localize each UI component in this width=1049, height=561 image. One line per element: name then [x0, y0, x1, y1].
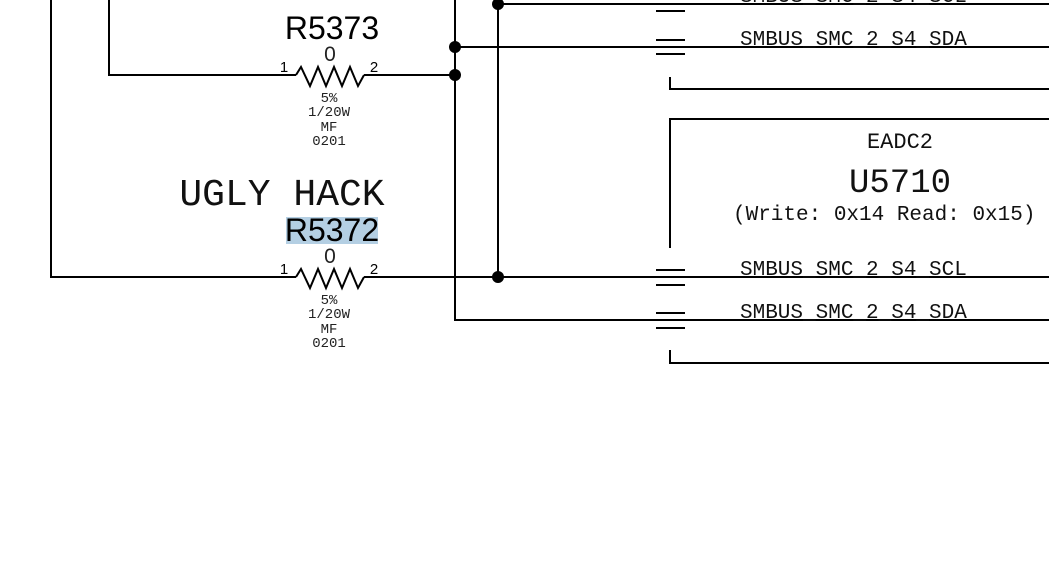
wire-r5372-pin1[interactable] [50, 0, 296, 278]
pin-number: 1 [280, 59, 288, 76]
junction-dot [492, 271, 504, 283]
resistor-package: 0201 [312, 336, 346, 352]
pin-number: 1 [280, 261, 288, 278]
resistor-power: 1/20W [308, 307, 351, 323]
resistor-package: 0201 [312, 134, 346, 150]
net-label-scl[interactable]: SMBUS_SMC_2_S4_SCL [740, 0, 967, 9]
resistor-value: 0 [324, 245, 336, 268]
wires [50, 0, 1049, 321]
device-outline [669, 118, 1049, 248]
pin-number: 2 [370, 59, 378, 76]
pin-marker-icon [656, 269, 685, 329]
device-outline [669, 77, 1049, 90]
resistor-symbol-icon [295, 64, 365, 89]
selection-highlight [286, 217, 378, 244]
net-label-sda[interactable]: SMBUS_SMC_2_S4_SDA [740, 302, 967, 325]
junction-dot [492, 0, 504, 10]
junctions [449, 0, 504, 283]
net-label-scl[interactable]: SMBUS_SMC_2_S4_SCL [740, 259, 967, 282]
pin-number: 2 [370, 261, 378, 278]
upper-device[interactable]: SMBUS_SMC_2_S4_SCL SMBUS_SMC_2_S4_SDA [656, 0, 1049, 90]
resistor-type: MF [321, 322, 338, 338]
wire-sda-bus[interactable] [454, 0, 1049, 321]
wire-r5373-pin1[interactable] [108, 0, 296, 76]
net-label-sda[interactable]: SMBUS_SMC_2_S4_SDA [740, 29, 967, 52]
resistor-value: 0 [324, 43, 336, 66]
resistor-symbol-icon [295, 266, 365, 291]
resistor-type: MF [321, 120, 338, 136]
resistor-refdes[interactable]: R5372 [285, 212, 379, 248]
device-name: EADC2 [867, 130, 933, 155]
device-refdes[interactable]: U5710 [849, 165, 951, 203]
resistor-tolerance: 5% [321, 91, 338, 107]
junction-dot [449, 41, 461, 53]
device-address: (Write: 0x14 Read: 0x15) [733, 204, 1035, 227]
junction-dot [449, 69, 461, 81]
resistor-power: 1/20W [308, 105, 351, 121]
schematic-note: UGLY HACK [179, 174, 384, 217]
resistor-tolerance: 5% [321, 293, 338, 309]
resistor-r5373[interactable]: R5373 0 1 2 5% 1/20W MF 0201 [280, 10, 379, 150]
pin-marker-icon [656, 10, 685, 55]
resistor-refdes[interactable]: R5373 [285, 10, 379, 46]
resistor-r5372[interactable]: R5372 0 1 2 5% 1/20W MF 0201 [280, 212, 379, 352]
device-outline [669, 350, 1049, 364]
lower-device-u5710[interactable]: EADC2 U5710 (Write: 0x14 Read: 0x15) SMB… [656, 118, 1049, 364]
